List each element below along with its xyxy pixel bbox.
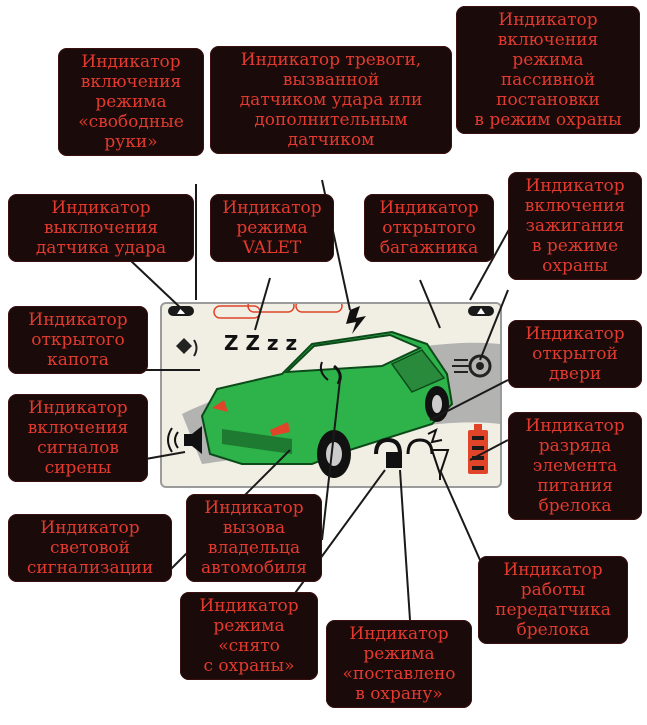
hood-icon bbox=[176, 338, 198, 357]
valet-zzz-icon: Z Z z z bbox=[224, 331, 297, 355]
siren-icon bbox=[167, 426, 202, 454]
alarm-icon bbox=[346, 306, 366, 334]
battery-icon bbox=[468, 424, 488, 474]
antenna-icon bbox=[427, 428, 450, 480]
lcd-display: Z Z z z bbox=[160, 299, 502, 488]
padlock-icon bbox=[374, 437, 434, 468]
